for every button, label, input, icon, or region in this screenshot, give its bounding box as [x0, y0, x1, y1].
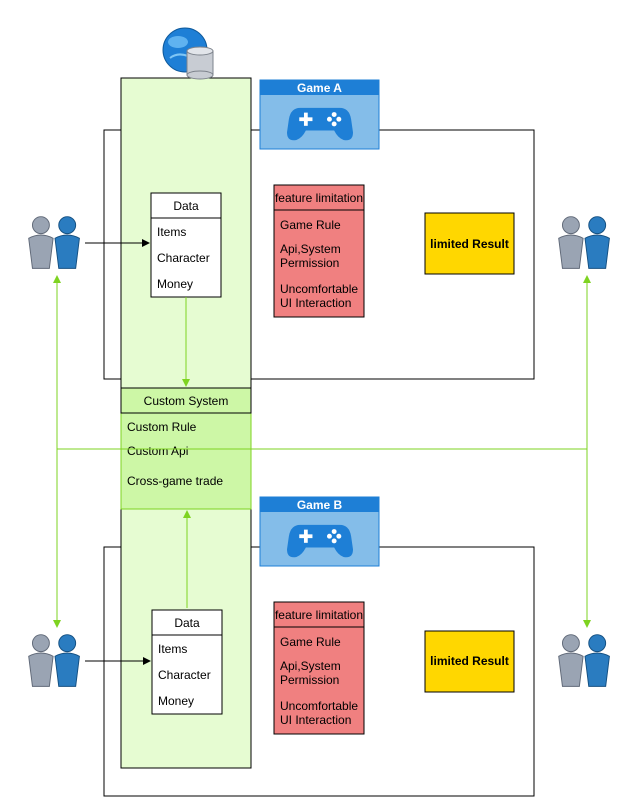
- data-item: Character: [158, 668, 211, 682]
- limitation-item: UI Interaction: [280, 713, 351, 727]
- game-b-feature-limitation: feature limitation Game Rule Api,System …: [273, 601, 365, 735]
- game-b-title: Game B: [297, 498, 343, 512]
- limitation-item: UI Interaction: [280, 296, 351, 310]
- data-item: Character: [157, 251, 210, 265]
- limitation-item: Api,System: [280, 242, 341, 256]
- game-b-data-box: Data Items Character Money: [151, 609, 223, 715]
- game-a-title: Game A: [297, 81, 342, 95]
- custom-system-title: Custom System: [144, 394, 229, 408]
- limitation-item: Permission: [280, 673, 339, 687]
- data-item: Items: [157, 225, 186, 239]
- limitation-title: feature limitation: [275, 191, 363, 205]
- limitation-item: Permission: [280, 256, 339, 270]
- game-a-limited-result: limited Result: [424, 212, 515, 275]
- data-item: Money: [158, 694, 194, 708]
- globe-database-icon: [162, 27, 214, 80]
- users-icon: [558, 634, 610, 687]
- limitation-item: Uncomfortable: [280, 282, 358, 296]
- data-box-title: Data: [173, 199, 199, 213]
- custom-system-item: Custom Api: [127, 444, 188, 458]
- users-icon: [28, 216, 80, 269]
- users-icon: [28, 634, 80, 687]
- custom-system-item: Cross-game trade: [127, 474, 223, 488]
- green-connectors: [53, 275, 591, 628]
- game-b-limited-result: limited Result: [424, 630, 515, 693]
- limitation-item: Game Rule: [280, 218, 341, 232]
- game-b-panel: Game B: [259, 496, 380, 567]
- custom-system-item: Custom Rule: [127, 420, 197, 434]
- result-label: limited Result: [430, 654, 509, 668]
- limitation-item: Api,System: [280, 659, 341, 673]
- limitation-item: Uncomfortable: [280, 699, 358, 713]
- data-item: Items: [158, 642, 187, 656]
- data-box-title: Data: [174, 616, 200, 630]
- game-a-panel: Game A: [259, 79, 380, 150]
- limitation-item: Game Rule: [280, 635, 341, 649]
- limitation-title: feature limitation: [275, 608, 363, 622]
- result-label: limited Result: [430, 237, 509, 251]
- data-item: Money: [157, 277, 193, 291]
- game-a-feature-limitation: feature limitation Game Rule Api,System …: [273, 184, 365, 318]
- game-a-data-box: Data Items Character Money: [150, 192, 222, 298]
- users-icon: [558, 216, 610, 269]
